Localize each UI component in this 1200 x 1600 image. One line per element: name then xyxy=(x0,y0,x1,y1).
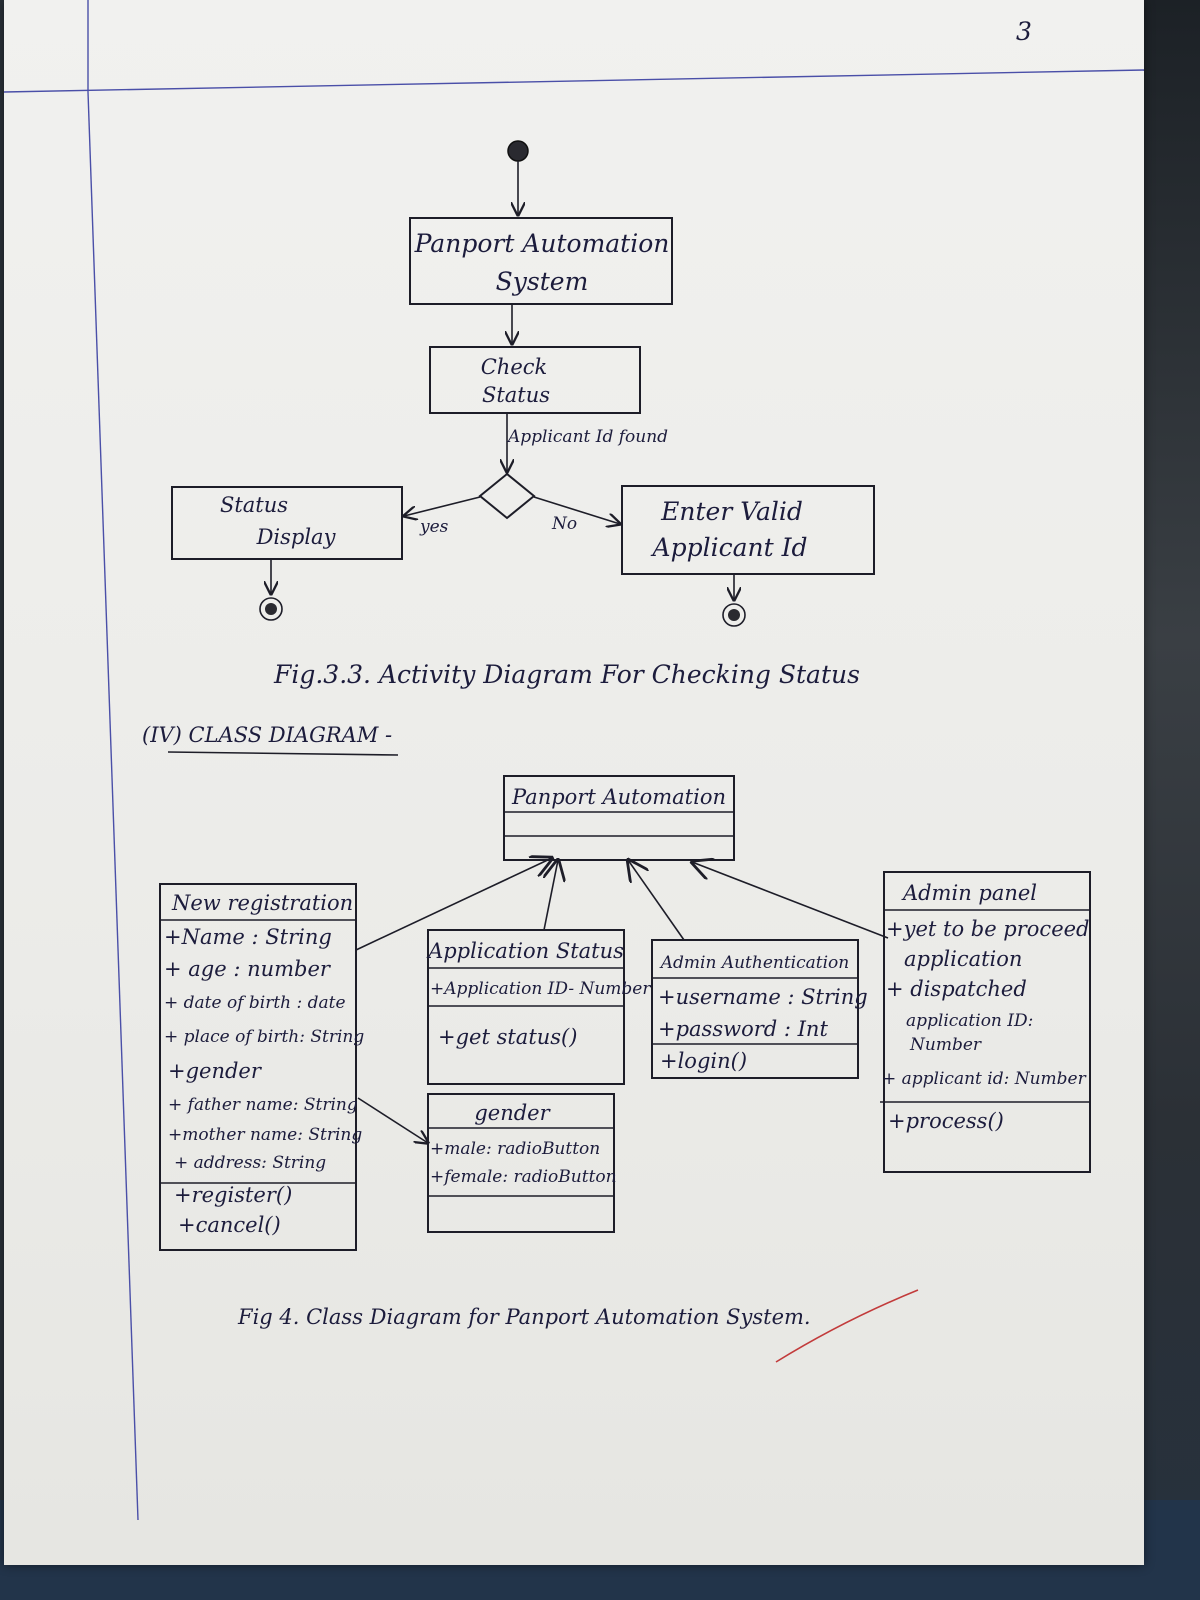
flow-decision-yes xyxy=(404,496,481,516)
nr-attr-2: + date of birth : date xyxy=(164,993,346,1013)
nr-attr-5: + father name: String xyxy=(168,1095,358,1115)
class-admin-authentication: Admin Authentication +username : String … xyxy=(651,939,868,1079)
status-display-line1: Status xyxy=(220,493,288,517)
ap-method-0: +process() xyxy=(888,1109,1004,1133)
heading-underline xyxy=(167,751,399,756)
ap-attr-1: application xyxy=(904,947,1022,971)
class-new-registration: New registration +Name : String + age : … xyxy=(159,883,364,1251)
application-status-name: Application Status xyxy=(426,939,624,963)
ap-attr-3: application ID: xyxy=(906,1011,1033,1031)
flow-decision-no xyxy=(533,496,620,524)
enter-valid-line2: Applicant Id xyxy=(651,533,808,562)
new-registration-name: New registration xyxy=(171,891,353,915)
decision-diamond xyxy=(478,472,536,520)
class-panport-automation: Panport Automation xyxy=(503,775,735,861)
aa-attr-0: +username : String xyxy=(658,985,868,1009)
inherit-admin-auth xyxy=(628,860,685,941)
inherit-application-status xyxy=(544,860,558,931)
activity-system-line1: Panport Automation xyxy=(414,229,670,258)
nr-attr-3: + place of birth: String xyxy=(164,1027,364,1047)
nr-method-0: +register() xyxy=(174,1183,292,1207)
class-application-status: Application Status +Application ID- Numb… xyxy=(426,929,651,1085)
red-check-mark xyxy=(775,1289,919,1363)
yes-label: yes xyxy=(419,517,449,537)
left-margin-line xyxy=(87,91,139,1521)
nr-attr-0: +Name : String xyxy=(164,925,332,949)
aa-method-0: +login() xyxy=(660,1049,747,1073)
check-status-line2: Status xyxy=(482,383,550,407)
activity-caption: Fig.3.3. Activity Diagram For Checking S… xyxy=(273,660,860,689)
ap-attr-2: + dispatched xyxy=(886,977,1027,1001)
gender-attr-1: +female: radioButton xyxy=(430,1167,617,1187)
nr-attr-6: +mother name: String xyxy=(168,1125,362,1145)
class-gender: gender +male: radioButton +female: radio… xyxy=(427,1093,617,1233)
page-number: 3 xyxy=(1016,17,1032,46)
handwritten-diagrams: 3 Panport Automation System Check Status… xyxy=(4,0,1144,1521)
ap-attr-0: +yet to be proceed xyxy=(886,917,1090,941)
activity-system-box xyxy=(409,217,673,305)
no-label: No xyxy=(551,514,577,534)
top-margin-line xyxy=(4,69,1144,93)
activity-status-display-box xyxy=(171,486,403,560)
nr-attr-7: + address: String xyxy=(174,1153,326,1173)
initial-node xyxy=(507,140,529,162)
aa-attr-1: +password : Int xyxy=(658,1017,828,1041)
ap-attr-5: + applicant id: Number xyxy=(882,1069,1087,1089)
enter-valid-line1: Enter Valid xyxy=(660,497,803,526)
class-caption: Fig 4. Class Diagram for Panport Automat… xyxy=(237,1305,811,1329)
inherit-new-registration xyxy=(355,858,552,951)
activity-check-status-box xyxy=(429,346,641,414)
final-node-left-dot xyxy=(265,603,277,615)
activity-system-line2: System xyxy=(496,267,589,296)
class-admin-panel: Admin panel +yet to be proceed applicati… xyxy=(880,871,1091,1173)
check-status-line1: Check xyxy=(481,355,548,379)
admin-panel-name: Admin panel xyxy=(901,881,1037,905)
final-node-right-dot xyxy=(728,609,740,621)
assoc-registration-gender xyxy=(357,1097,428,1143)
activity-enter-valid-box xyxy=(621,485,875,575)
nr-method-1: +cancel() xyxy=(178,1213,281,1237)
final-node-right-ring xyxy=(722,603,746,627)
class-parent-name: Panport Automation xyxy=(511,785,726,809)
as-method-0: +get status() xyxy=(438,1025,577,1049)
nr-attr-1: + age : number xyxy=(164,957,332,981)
inherit-admin-panel xyxy=(692,862,889,939)
as-attr-0: +Application ID- Number xyxy=(430,979,651,999)
ap-attr-4: Number xyxy=(909,1035,982,1055)
notebook-page: 3 Panport Automation System Check Status… xyxy=(4,0,1144,1565)
guard-label: Applicant Id found xyxy=(506,427,668,447)
class-diagram-heading: (IV) CLASS DIAGRAM - xyxy=(142,723,392,747)
gender-name: gender xyxy=(474,1101,551,1125)
final-node-left-ring xyxy=(259,597,283,621)
gender-attr-0: +male: radioButton xyxy=(430,1139,600,1159)
status-display-line2: Display xyxy=(256,525,337,549)
nr-attr-4: +gender xyxy=(168,1059,263,1083)
admin-auth-name: Admin Authentication xyxy=(659,953,849,973)
